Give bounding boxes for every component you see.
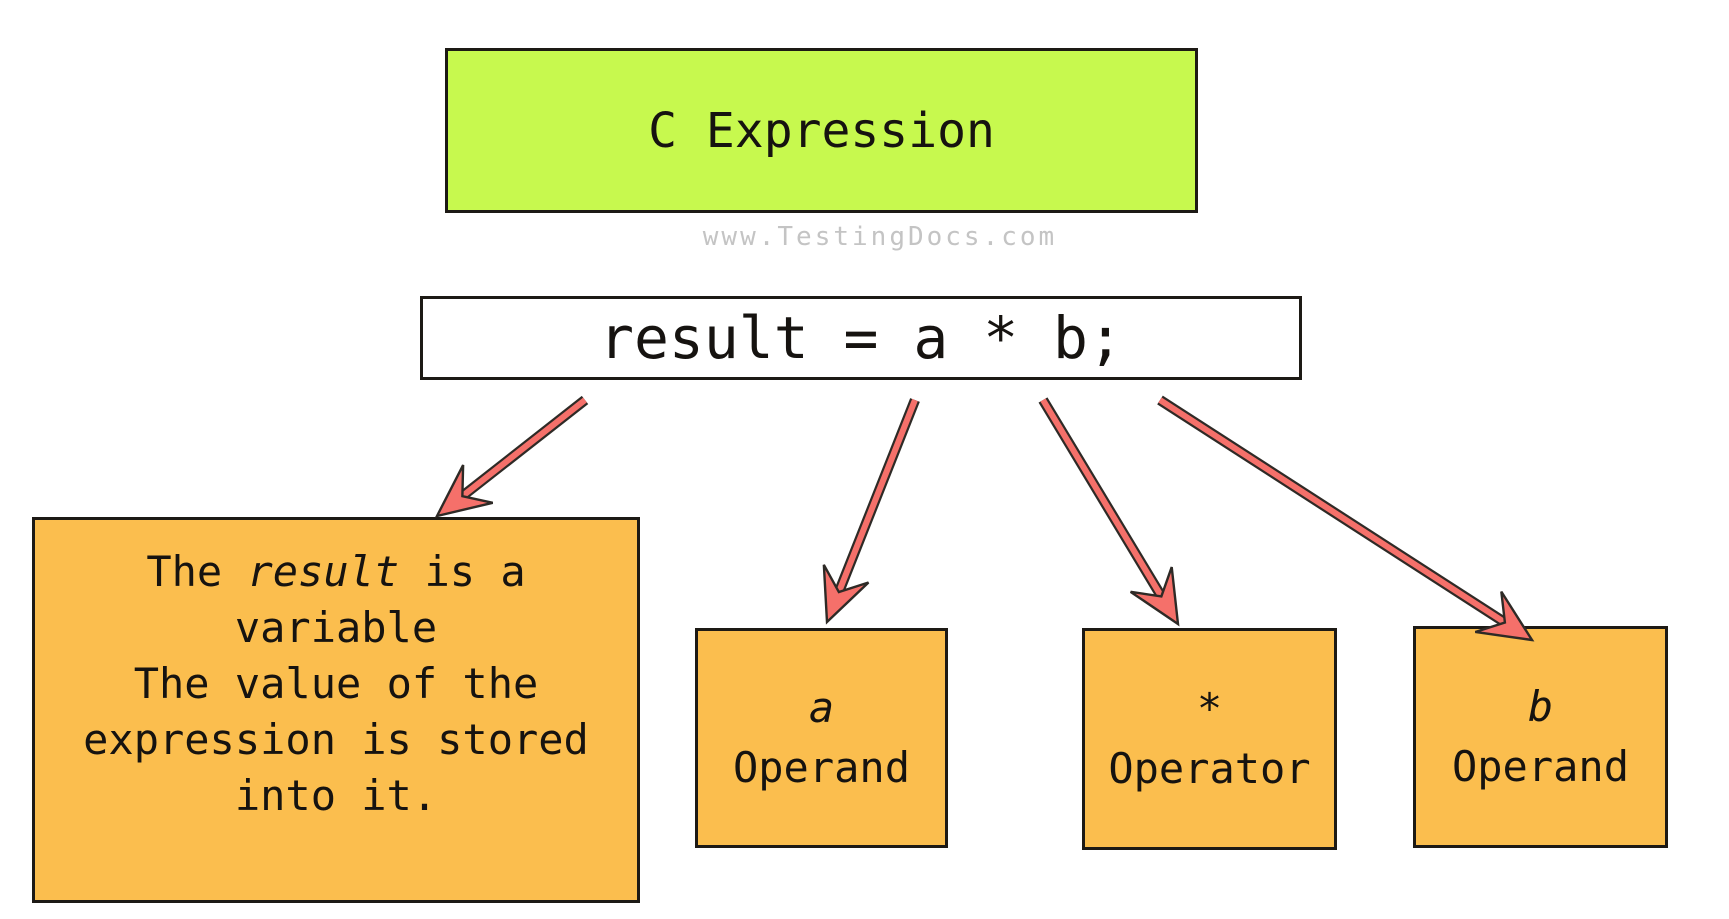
title-label: C Expression	[648, 102, 995, 159]
result-note-box: The result is a variable The value of th…	[32, 517, 640, 903]
expression-code: result = a * b;	[599, 304, 1123, 372]
operator-label: Operator	[1108, 744, 1311, 793]
operand-b-symbol: b	[1527, 682, 1554, 731]
note-sentence-2: The value of the expression is stored in…	[83, 659, 589, 820]
expression-box: result = a * b;	[420, 296, 1302, 380]
arrow-to-operator	[1038, 397, 1180, 627]
note-text: The result is a variable The value of th…	[35, 544, 637, 824]
operator-symbol: *	[1196, 684, 1223, 733]
watermark-text: www.TestingDocs.com	[702, 222, 1058, 252]
title-box: C Expression	[445, 48, 1198, 213]
operand-a-label: Operand	[732, 743, 910, 792]
operand-a-symbol: a	[808, 683, 835, 732]
operand-b-label: Operand	[1451, 742, 1629, 791]
arrow-to-result-note	[434, 395, 589, 518]
note-sentence-1: The result is a variable	[146, 547, 526, 652]
operand-b-box: b Operand	[1413, 626, 1668, 848]
operator-box: * Operator	[1082, 628, 1337, 850]
arrow-to-operand-a	[822, 398, 920, 625]
operand-a-box: a Operand	[695, 628, 948, 848]
arrow-to-operand-b	[1157, 395, 1535, 642]
note-result-emphasis: result	[247, 547, 400, 596]
